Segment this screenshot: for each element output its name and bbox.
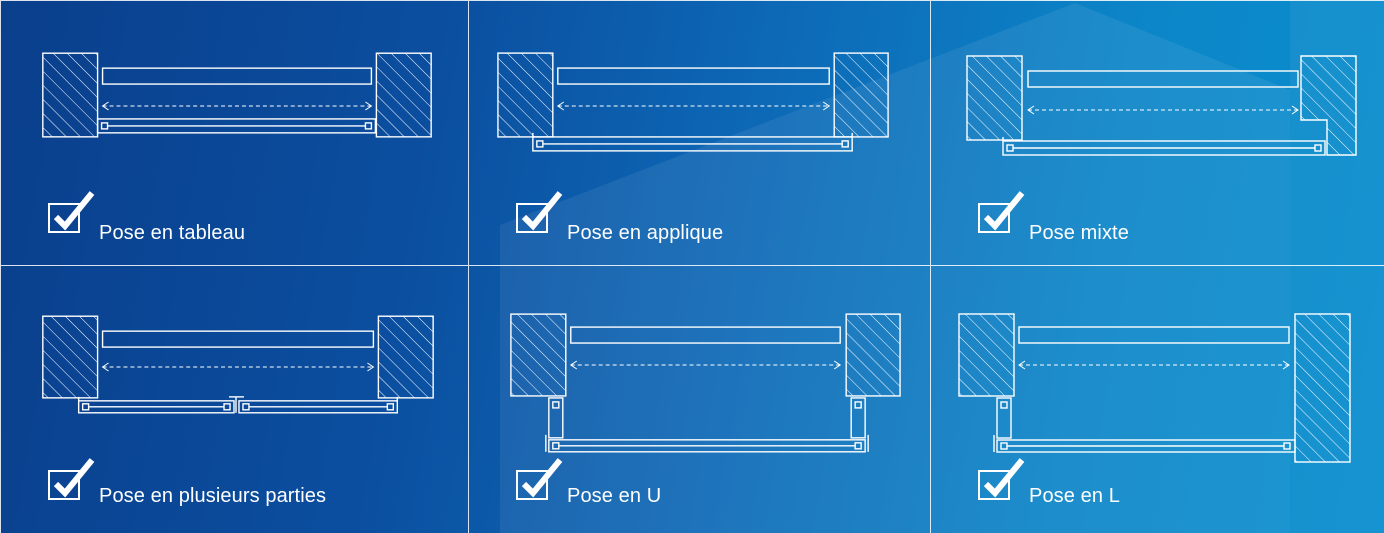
label-pose-en-tableau: Pose en tableau (99, 222, 246, 244)
cell-pose-mixte: Pose mixte (931, 0, 1384, 266)
cell-pose-en-tableau: Pose en tableau (0, 0, 469, 266)
checkbox-checked-icon (978, 191, 1025, 233)
checkbox-checked-icon (516, 458, 563, 500)
diagram-pose-en-l (958, 313, 1351, 463)
checkbox-checked-icon (48, 458, 95, 500)
wall-left (42, 52, 99, 138)
cell-pose-en-applique: Pose en applique (469, 0, 931, 266)
label-pose-en-plusieurs-parties: Pose en plusieurs parties (99, 485, 327, 507)
wall-right (375, 52, 432, 138)
diagram-pose-en-applique (497, 52, 889, 152)
lintel-box (101, 67, 373, 85)
label-pose-en-u: Pose en U (567, 485, 662, 507)
cell-pose-en-l: Pose en L (931, 266, 1384, 533)
diagram-pose-en-plusieurs-parties (42, 315, 434, 414)
checkbox-checked-icon (48, 191, 95, 233)
label-pose-mixte: Pose mixte (1029, 222, 1129, 244)
label-pose-en-l: Pose en L (1029, 485, 1120, 507)
checkbox-checked-icon (978, 458, 1025, 500)
cell-pose-en-plusieurs-parties: Pose en plusieurs parties (0, 266, 469, 533)
label-pose-en-applique: Pose en applique (567, 222, 724, 244)
diagram-pose-mixte (966, 55, 1357, 156)
cell-pose-en-u: Pose en U (469, 266, 931, 533)
checkbox-checked-icon (516, 191, 563, 233)
diagram-pose-en-u (510, 313, 901, 453)
diagram-pose-en-tableau (42, 52, 432, 138)
frame-bottom (96, 118, 377, 134)
